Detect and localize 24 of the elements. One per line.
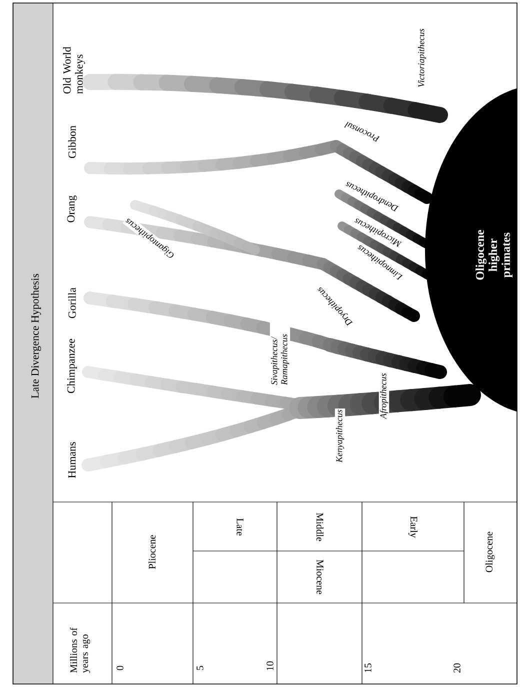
axis-title: Millions of years ago (70, 627, 90, 673)
genus-label: Sivapithecus/ Ramapithecus (270, 314, 290, 386)
genus-label: Victoriapithecus (416, 28, 428, 88)
species-label: Gibbon (68, 126, 76, 158)
species-label: Humans (68, 442, 76, 478)
year-number: 15 (364, 663, 372, 672)
species-label: Chimpanzee (67, 338, 77, 394)
ancestor-blob: Oligocene higher primates (425, 85, 517, 415)
species-label: Old World monkeys (63, 46, 85, 94)
year-number: 5 (196, 666, 204, 670)
genus-label: Kenyapithecus (334, 408, 346, 464)
year-number: 20 (454, 663, 460, 673)
genus-label: Afropithecus (378, 372, 390, 420)
epoch-label: Pliocene (148, 535, 156, 569)
year-number: 0 (116, 666, 124, 670)
species-label: Orang (67, 195, 77, 222)
epoch-label: Early (408, 516, 418, 538)
epoch-label: Late (236, 518, 244, 536)
year-number: 10 (266, 661, 274, 670)
species-label: Gorilla (68, 288, 76, 318)
epoch-label: Middle (316, 512, 324, 542)
title-band: Late Divergence Hypothesis (13, 3, 53, 684)
epoch-label: Miocene (316, 560, 324, 594)
epoch-label: Oligocene (485, 532, 495, 572)
